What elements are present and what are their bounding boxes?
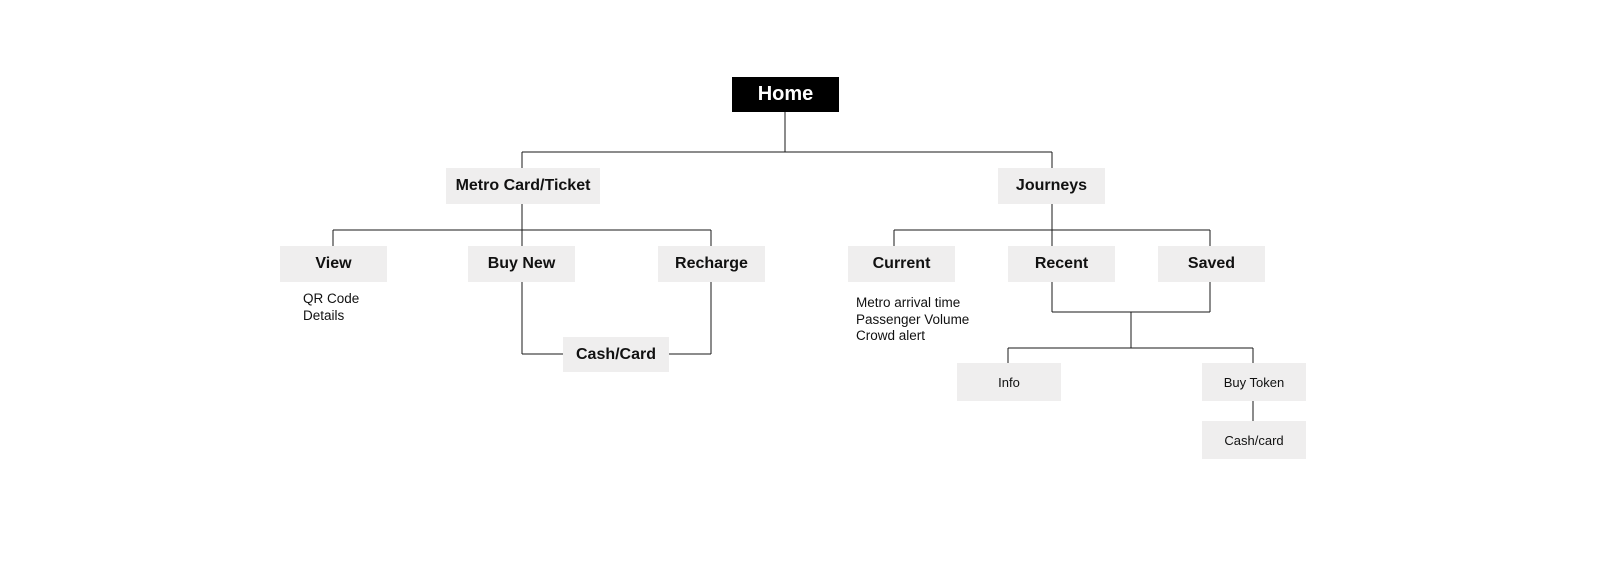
journeys-node: Journeys [998,168,1105,204]
buy-new-node: Buy New [468,246,575,282]
home-node: Home [732,77,839,112]
info-node: Info [957,363,1061,401]
metro-card-ticket-node: Metro Card/Ticket [446,168,600,204]
recharge-node: Recharge [658,246,765,282]
note-metro-arrival-time: Metro arrival time [856,295,961,310]
view-notes: QR Code Details [303,291,359,324]
note-crowd-alert: Crowd alert [856,328,926,343]
recent-node: Recent [1008,246,1115,282]
note-passenger-volume: Passenger Volume [856,311,970,327]
cash-card-token-node: Cash/card [1202,421,1306,459]
view-node: View [280,246,387,282]
buy-token-node: Buy Token [1202,363,1306,401]
cash-card-node: Cash/Card [563,337,669,372]
current-node: Current [848,246,955,282]
note-qr-code: QR Code [303,291,360,306]
saved-node: Saved [1158,246,1265,282]
current-notes: Metro arrival time Passenger Volume Crow… [856,295,969,345]
note-details: Details [303,307,345,323]
